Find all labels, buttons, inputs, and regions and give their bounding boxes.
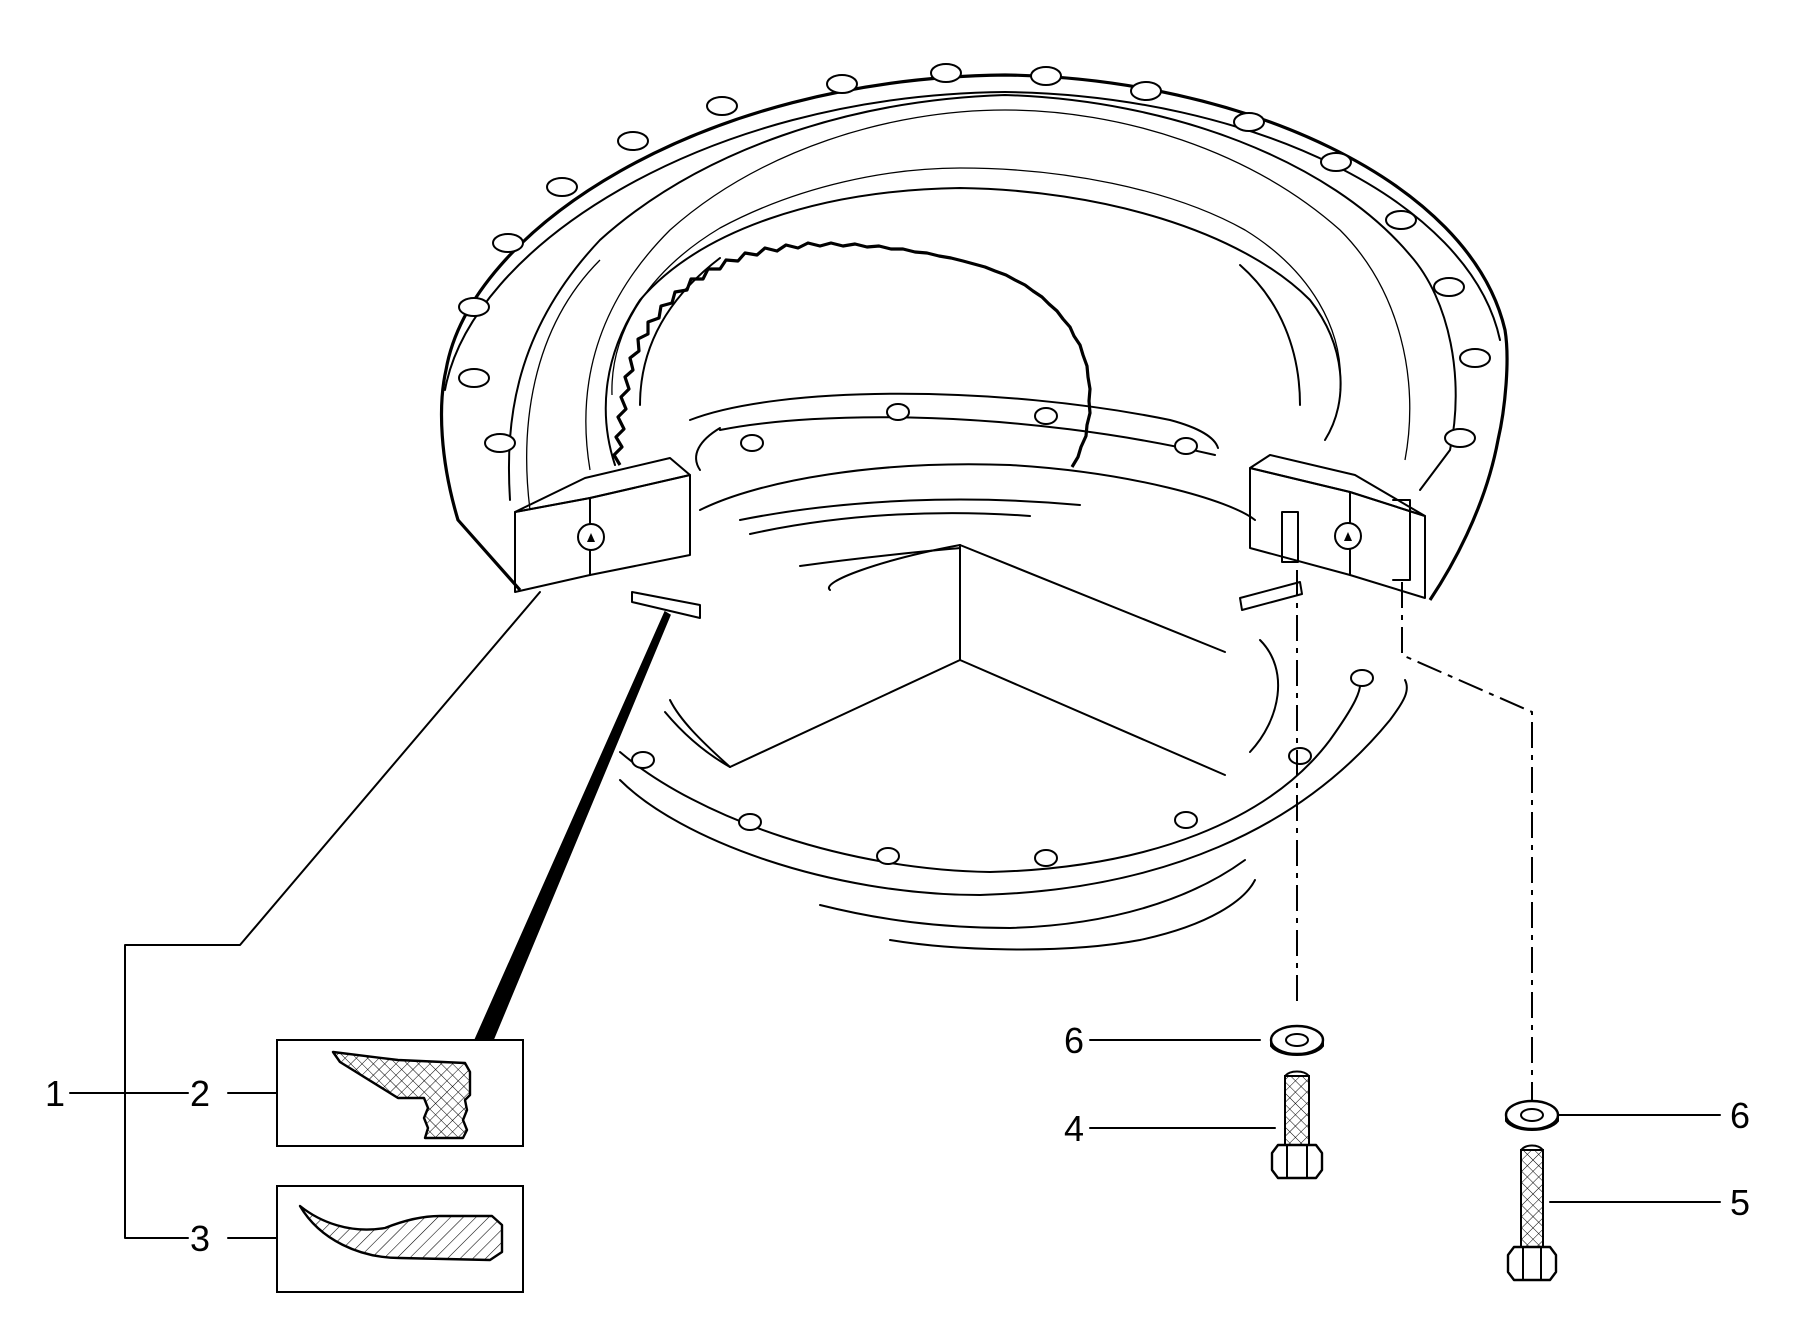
- bolt-hole: [1385, 210, 1417, 230]
- callout-6-left: 6: [1064, 1020, 1084, 1061]
- bolt-hole: [876, 847, 900, 865]
- seal-strip-left: [631, 591, 701, 619]
- bolt-hole: [1130, 81, 1162, 101]
- bolt-hole: [458, 368, 490, 388]
- outer-ring: [439, 73, 1509, 601]
- bolt-hole: [1459, 348, 1491, 368]
- bolt-hole: [1288, 747, 1312, 765]
- washer-6-left: [1269, 1024, 1325, 1056]
- callout-3: 3: [190, 1218, 210, 1259]
- left-section-cut: [514, 457, 701, 619]
- bolt-hole: [738, 813, 762, 831]
- bolt-hole: [740, 434, 764, 452]
- bolt-hole: [1320, 152, 1352, 172]
- bolt-hole: [1174, 437, 1198, 455]
- inner-ring-bolt-holes: [631, 403, 1374, 867]
- bolt-hole: [1350, 669, 1374, 687]
- internal-gear-teeth: [604, 167, 1342, 468]
- callout-6-right: 6: [1730, 1095, 1750, 1136]
- bolt-hole: [706, 96, 738, 116]
- seal-strip-right: [1239, 581, 1303, 611]
- bolt-hole: [1433, 277, 1465, 297]
- callout-4: 4: [1064, 1108, 1084, 1149]
- bolt-hole: [484, 433, 516, 453]
- callout-5: 5: [1730, 1182, 1750, 1223]
- bolt-hole: [1174, 811, 1198, 829]
- bolt-hole: [886, 403, 910, 421]
- detail-box-wiper-profile: [276, 1185, 524, 1293]
- bolt-hole: [546, 177, 578, 197]
- bolt-hole: [930, 63, 962, 83]
- bolt-hole: [492, 233, 524, 253]
- detail-box-seal-profile: [276, 1039, 524, 1147]
- bolt-hole: [1233, 112, 1265, 132]
- threaded-hole: [1281, 511, 1299, 563]
- bolt-hole: [458, 297, 490, 317]
- assembly-center-lines: [1296, 570, 1533, 1100]
- callout-labels: 1 2 3 6 4 6 5: [45, 1020, 1750, 1259]
- bolt-hole: [1034, 849, 1058, 867]
- bolt-hole: [1030, 66, 1062, 86]
- leader-lines: [69, 591, 1721, 1239]
- bolt-4: [1270, 1070, 1324, 1180]
- outer-ring-bolt-holes: [458, 63, 1491, 453]
- bolt-5: [1506, 1144, 1558, 1282]
- bolt-hole: [1034, 407, 1058, 425]
- right-section-cut: [1239, 454, 1426, 611]
- callout-2: 2: [190, 1073, 210, 1114]
- bolt-hole: [617, 131, 649, 151]
- callout-1: 1: [45, 1073, 65, 1114]
- bolt-hole: [1444, 428, 1476, 448]
- washer-6-right: [1504, 1099, 1560, 1131]
- bolt-hole: [631, 751, 655, 769]
- bolt-hole: [826, 74, 858, 94]
